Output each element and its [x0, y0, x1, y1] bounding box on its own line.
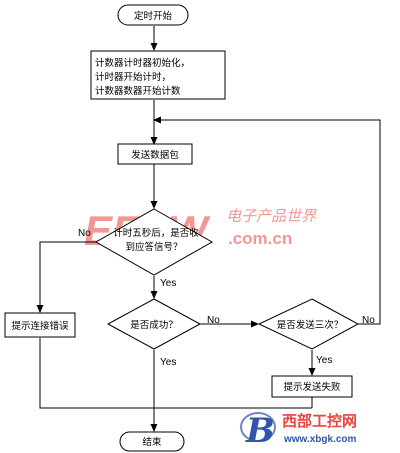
svg-text:B: B	[245, 411, 275, 451]
decision-three-label: 是否发送三次？	[277, 319, 344, 331]
send-packet-label: 发送数据包	[131, 149, 179, 161]
node-error-connect: 提示连接错误	[4, 312, 76, 338]
init-line-1: 计数器计时器初始化，	[95, 57, 190, 69]
b-letter-logo-icon: B	[240, 411, 276, 451]
node-decision-wait: 计时五秒后，是否收 到应答信号？	[94, 208, 214, 276]
decision-success-label: 是否成功？	[130, 319, 178, 331]
eepw-url: .com.cn	[228, 229, 292, 248]
label-yes-wait: Yes	[160, 278, 176, 289]
xbgk-name: 西部工控网	[282, 412, 357, 430]
init-line-2: 计时器开始计时，	[95, 71, 171, 83]
line-error-to-merge	[39, 338, 154, 409]
label-no-three: No	[362, 315, 375, 326]
node-error-send: 提示发送失败	[271, 375, 353, 398]
node-send-packet: 发送数据包	[117, 143, 193, 165]
label-yes-three: Yes	[316, 355, 332, 366]
start-label: 定时开始	[134, 10, 173, 22]
node-decision-success: 是否成功？	[106, 298, 202, 350]
arrow-wait-no-to-error	[36, 241, 96, 313]
end-label: 结束	[142, 436, 162, 448]
error-connect-label: 提示连接错误	[11, 320, 69, 332]
decision-wait-line-1: 计时五秒后，是否收	[113, 227, 199, 239]
label-yes-success: Yes	[160, 357, 176, 368]
connectors	[36, 26, 381, 432]
node-start: 定时开始	[117, 4, 189, 26]
xbgk-watermark: B 西部工控网 www.xbgk.com	[240, 411, 357, 451]
xbgk-url: www.xbgk.com	[283, 434, 357, 445]
init-line-3: 计数器数器开始计数	[95, 85, 181, 97]
error-send-label: 提示发送失败	[283, 381, 341, 393]
label-no-wait: No	[78, 228, 91, 239]
node-end: 结束	[119, 431, 185, 452]
eepw-tagline: 电子产品世界	[226, 207, 317, 225]
node-init: 计数器计时器初始化， 计时器开始计时， 计数器数器开始计数	[90, 50, 226, 100]
decision-wait-line-2: 到应答信号？	[125, 241, 182, 253]
node-decision-three: 是否发送三次？	[257, 298, 360, 350]
arrow-three-no-loop-back	[153, 116, 381, 325]
label-no-success: No	[207, 315, 220, 326]
